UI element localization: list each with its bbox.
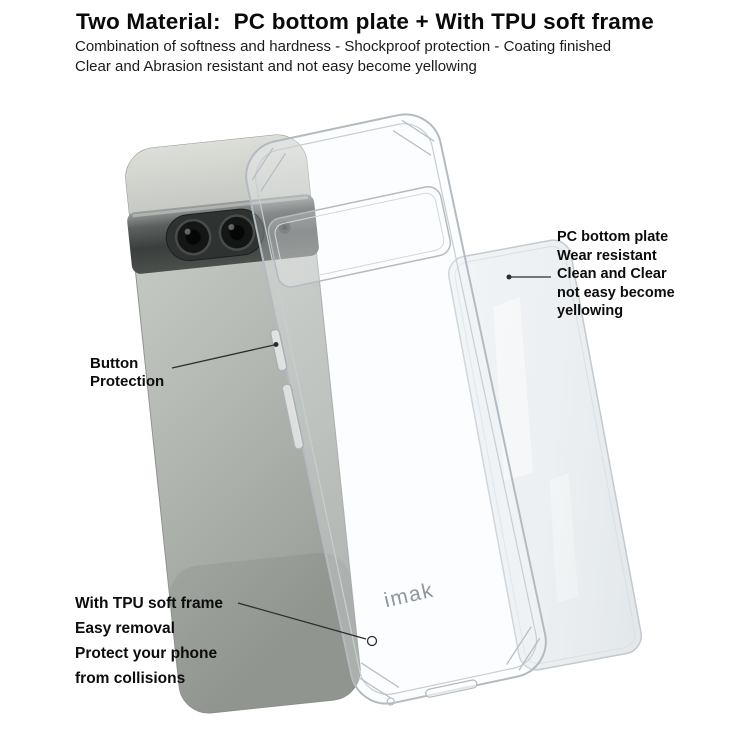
label-line: Protect your phone	[75, 645, 218, 662]
phone-bottom-shade	[169, 552, 361, 713]
label-tpu-soft-frame: With TPU soft frame Easy removal Protect…	[75, 591, 223, 691]
tpu-case-illustration	[245, 113, 547, 706]
case-camera-cutout	[267, 185, 452, 288]
tpu-leader-marker	[366, 635, 378, 647]
label-line: PC bottom plate	[557, 229, 669, 245]
case-port-cutout	[425, 679, 478, 698]
label-line: Wear resistant	[557, 247, 657, 264]
lens-glint	[184, 228, 191, 235]
pc-plate-inner-line	[454, 246, 636, 664]
phone-top-panel	[125, 135, 311, 215]
label-pc-bottom-plate: PC bottom plate Wear resistant Clean and…	[557, 228, 675, 321]
subtitle-line-1: Combination of softness and hardness - S…	[75, 38, 612, 55]
label-line: Protection	[90, 373, 165, 390]
subtitle: Combination of softness and hardness - S…	[75, 37, 611, 77]
lens-glint	[228, 224, 235, 231]
label-line: Button	[90, 355, 139, 372]
pc-plate-leader-dot	[506, 274, 512, 280]
case-volume-button	[281, 383, 305, 450]
phone-illustration	[125, 134, 361, 714]
label-line: With TPU soft frame	[75, 595, 223, 612]
annotation-lines	[171, 274, 551, 647]
label-button-protection: Button Protection	[90, 355, 164, 391]
tpu-leader-line	[237, 602, 367, 640]
page-title: Two Material: PC bottom plate + With TPU…	[76, 9, 654, 34]
button-protection-leader-line	[171, 344, 275, 369]
case-camera-cutout-inner	[274, 192, 445, 281]
case-power-button	[269, 328, 288, 372]
label-line: Clean and Clear	[557, 266, 667, 282]
corner-airbag-hatches	[251, 119, 541, 699]
pc-plate-outline	[447, 239, 643, 671]
plate-highlight	[549, 472, 579, 604]
button-protection-leader-dot	[273, 342, 279, 347]
label-line: from collisions	[75, 670, 186, 687]
camera-lens-2-pupil	[229, 225, 245, 241]
label-line: yellowing	[557, 303, 624, 319]
case-lanyard-hole	[386, 697, 395, 706]
flash-sensor-center	[282, 225, 288, 231]
visor-highlight	[132, 196, 308, 218]
label-line: not easy become	[557, 284, 675, 301]
label-line: Easy removal	[75, 620, 175, 637]
subtitle-line-2: Clear and Abrasion resistant and not eas…	[75, 58, 477, 75]
case-inner-frame	[254, 123, 538, 695]
camera-lens-1-pupil	[185, 229, 201, 245]
